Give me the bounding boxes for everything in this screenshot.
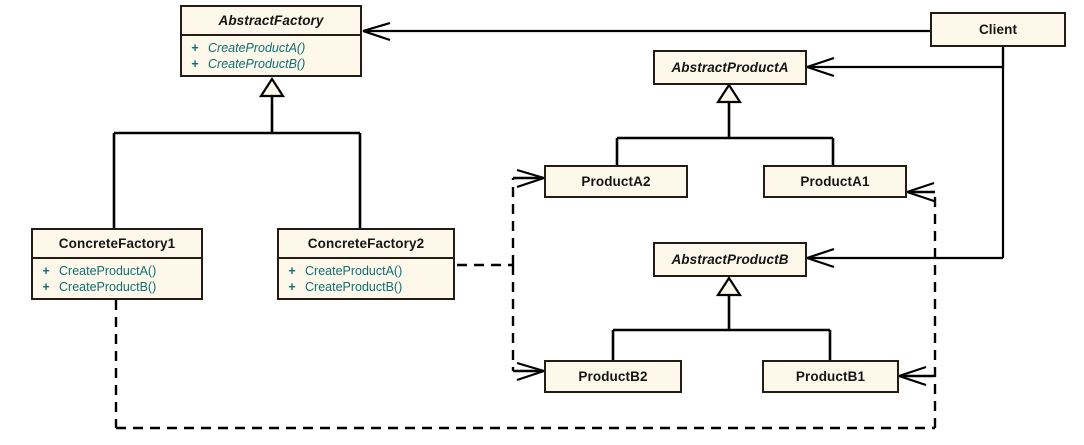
class-box-concrete-factory-1[interactable]: ConcreteFactory1 + CreateProductA() + Cr… xyxy=(31,228,203,300)
class-operations-concrete-factory-2: + CreateProductA() + CreateProductB() xyxy=(279,259,453,299)
class-operations-abstract-factory: + CreateProductA() + CreateProductB() xyxy=(182,36,360,76)
class-title-concrete-factory-1: ConcreteFactory1 xyxy=(58,235,176,251)
operation-signature: CreateProductA() xyxy=(208,41,306,55)
class-box-client[interactable]: Client xyxy=(930,12,1066,47)
class-box-abstract-factory[interactable]: AbstractFactory + CreateProductA() + Cre… xyxy=(180,5,362,77)
class-title-abstract-product-b: AbstractProductB xyxy=(671,251,789,267)
class-box-product-a2[interactable]: ProductA2 xyxy=(544,165,688,198)
operation-visibility: + xyxy=(42,280,50,294)
generalization-concretefactories-to-abstractfactory xyxy=(112,76,362,228)
operation-visibility: + xyxy=(288,280,296,294)
operation-row: + CreateProductB() xyxy=(279,279,453,295)
operation-signature: CreateProductA() xyxy=(305,264,403,278)
operation-row: + CreateProductA() xyxy=(279,263,453,279)
class-title-product-b2: ProductB2 xyxy=(578,368,648,384)
operation-row: + CreateProductB() xyxy=(182,56,360,72)
class-title-abstract-product-a: AbstractProductA xyxy=(671,59,789,75)
generalization-products-a-to-abstractproducta xyxy=(615,82,835,166)
class-box-product-b2[interactable]: ProductB2 xyxy=(544,360,682,393)
dependency-concretefactory2-to-products2 xyxy=(457,168,545,382)
class-title-product-a1: ProductA1 xyxy=(800,173,870,189)
operation-row: + CreateProductA() xyxy=(33,263,201,279)
class-title-concrete-factory-2: ConcreteFactory2 xyxy=(307,235,425,251)
operation-visibility: + xyxy=(191,57,199,71)
class-divider xyxy=(33,257,201,259)
operation-signature: CreateProductB() xyxy=(208,57,306,71)
association-client-to-abstractproducta xyxy=(806,47,1005,78)
class-box-abstract-product-a[interactable]: AbstractProductA xyxy=(653,50,807,85)
class-title-abstract-factory: AbstractFactory xyxy=(218,12,324,28)
operation-visibility: + xyxy=(42,264,50,278)
operation-signature: CreateProductA() xyxy=(59,264,157,278)
class-operations-concrete-factory-1: + CreateProductA() + CreateProductB() xyxy=(33,259,201,299)
association-client-to-abstractproductb xyxy=(806,47,1005,269)
association-client-to-abstractfactory xyxy=(362,21,930,42)
class-box-abstract-product-b[interactable]: AbstractProductB xyxy=(653,242,807,277)
operation-signature: CreateProductB() xyxy=(59,280,157,294)
operation-visibility: + xyxy=(288,264,296,278)
class-box-product-b1[interactable]: ProductB1 xyxy=(762,360,899,393)
class-title-product-a2: ProductA2 xyxy=(581,173,651,189)
generalization-products-b-to-abstractproductb xyxy=(611,275,832,361)
class-divider xyxy=(279,257,453,259)
class-box-concrete-factory-2[interactable]: ConcreteFactory2 + CreateProductA() + Cr… xyxy=(277,228,455,300)
operation-signature: CreateProductB() xyxy=(305,280,403,294)
class-title-client: Client xyxy=(978,21,1018,37)
operation-row: + CreateProductB() xyxy=(33,279,201,295)
class-divider xyxy=(182,34,360,36)
operation-visibility: + xyxy=(191,41,199,55)
operation-row: + CreateProductA() xyxy=(182,40,360,56)
class-title-product-b1: ProductB1 xyxy=(795,368,866,384)
class-box-product-a1[interactable]: ProductA1 xyxy=(763,165,907,198)
